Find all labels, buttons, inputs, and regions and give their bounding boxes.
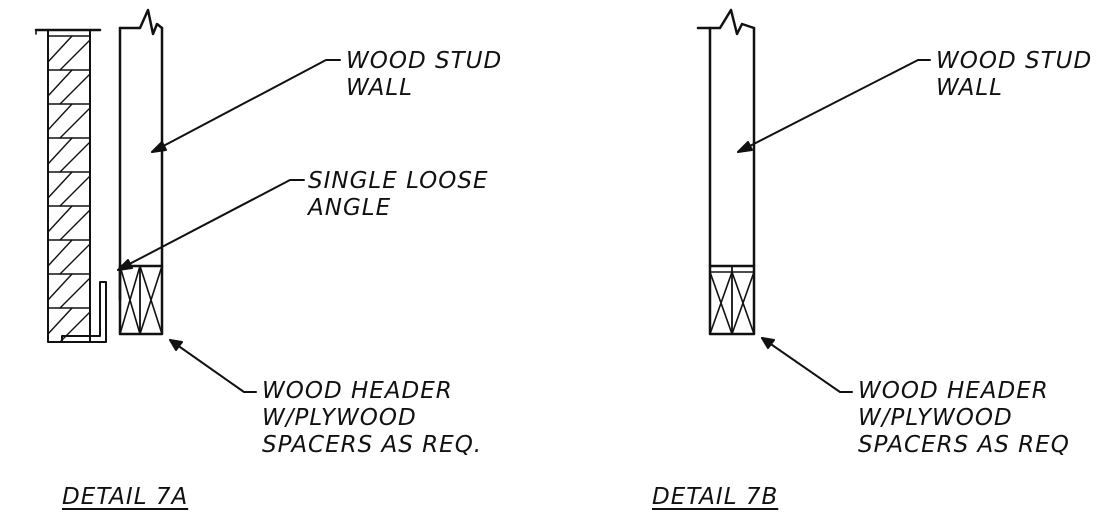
detail-7b-graphic — [696, 8, 931, 393]
title-detail-7a: DETAIL 7A — [62, 484, 189, 510]
stud-wall-7a — [118, 8, 164, 302]
label-stud-wall-7b: WOOD STUD WALL — [936, 48, 1093, 101]
loose-angle-7a — [61, 281, 107, 343]
label-stud-wall-7a: WOOD STUD WALL — [346, 48, 503, 101]
wood-header-7a — [118, 264, 164, 336]
label-header-7b: WOOD HEADER W/PLYWOOD SPACERS AS REQ — [858, 378, 1070, 458]
leaders-7a — [117, 59, 341, 393]
brick-masonry-7a — [34, 28, 102, 343]
label-header-7a: WOOD HEADER W/PLYWOOD SPACERS AS REQ. — [262, 378, 483, 458]
label-loose-angle-7a: SINGLE LOOSE ANGLE — [308, 168, 489, 221]
stud-wall-7b — [696, 8, 756, 268]
title-detail-7b: DETAIL 7B — [652, 484, 779, 510]
leaders-7b — [737, 59, 931, 393]
detail-7a-graphic — [34, 8, 341, 393]
wood-header-7b — [708, 264, 756, 336]
